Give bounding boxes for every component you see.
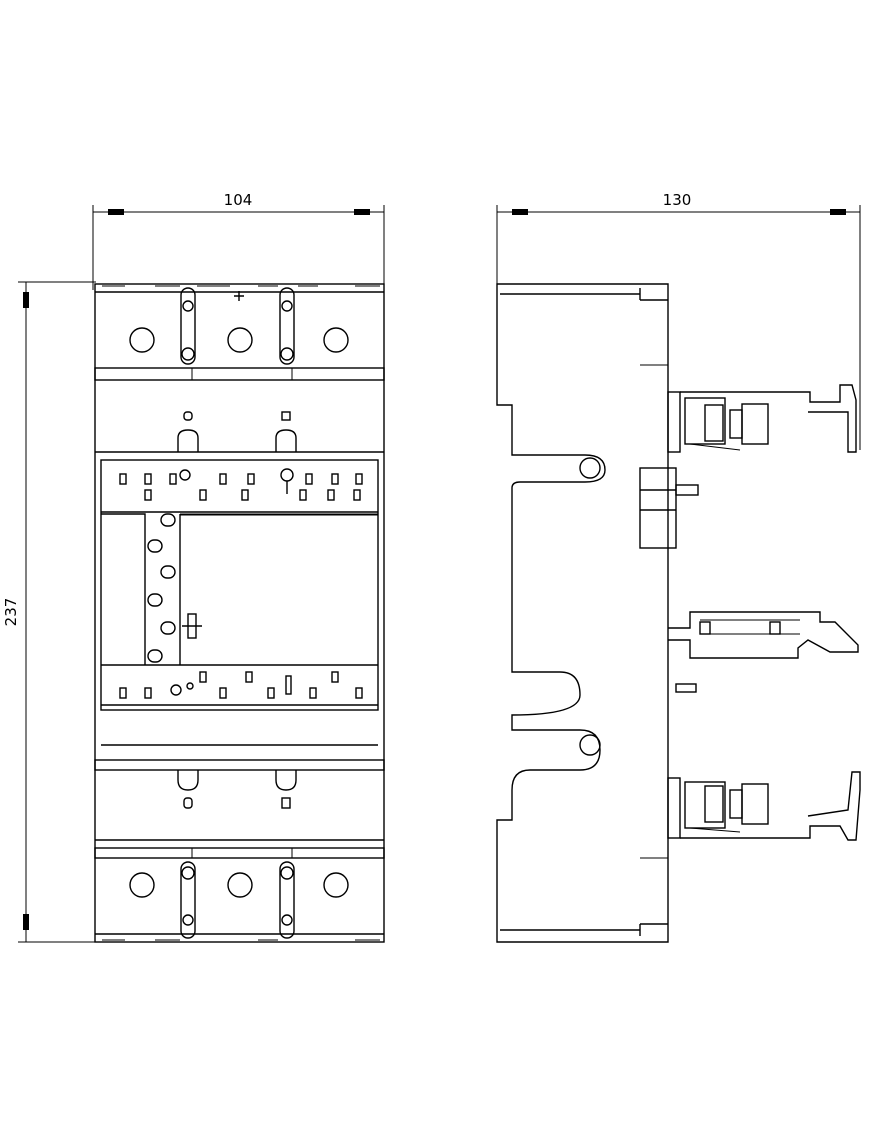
dimension-label-width: 104 [224,191,253,209]
top-terminal-block [94,285,385,381]
terminal-screw-icon [323,872,349,898]
trip-unit [100,459,379,711]
auxiliary-contact [639,467,699,549]
dimension-height: 237 [2,281,96,943]
bottom-terminal-block [94,847,385,941]
upper-cover [95,411,384,453]
terminal-screw-icon [227,327,253,353]
rail-clip [668,611,859,693]
front-view [94,283,385,943]
terminal-screw-icon [129,872,155,898]
lower-cover [94,744,385,841]
terminal-screw-icon [129,327,155,353]
side-view [496,283,861,943]
lower-lug [667,771,861,841]
dimension-front-width: 104 [92,191,385,290]
upper-lug [667,384,857,453]
dimension-side-depth: 130 [496,191,861,450]
dimension-label-height: 237 [2,598,20,627]
terminal-screw-icon [323,327,349,353]
dimension-label-depth: 130 [663,191,692,209]
terminal-screw-icon [227,872,253,898]
